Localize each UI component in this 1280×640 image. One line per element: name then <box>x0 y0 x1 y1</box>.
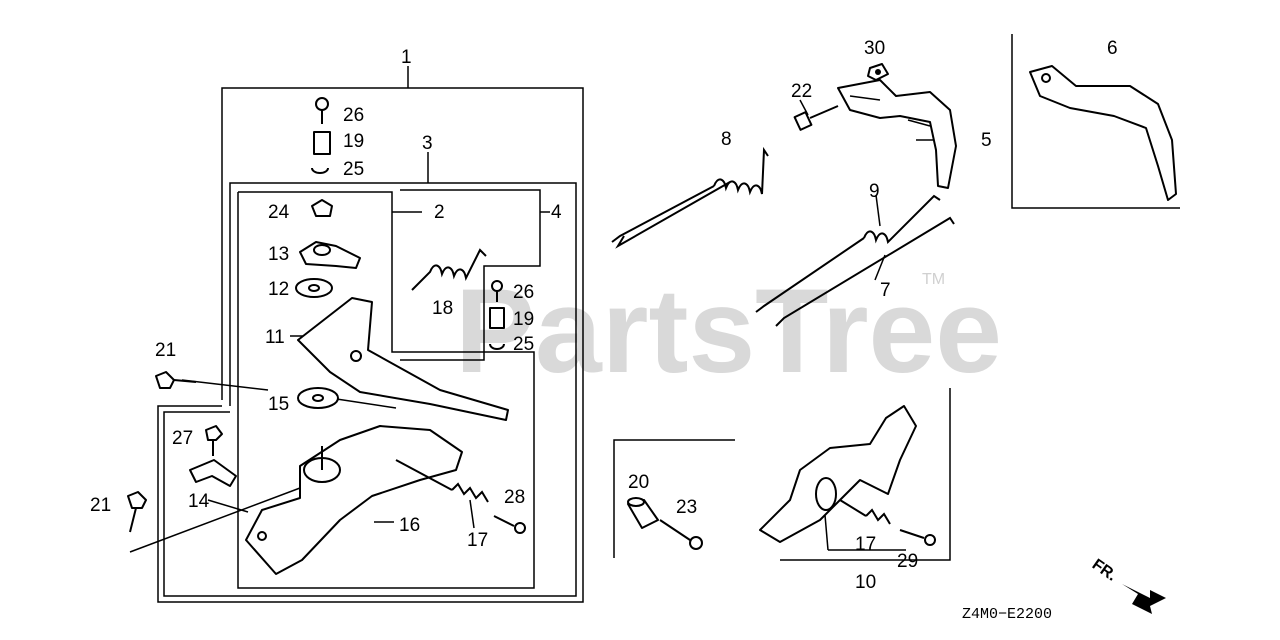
leader-lines <box>129 99 950 553</box>
callout-21-lower: 21 <box>90 495 111 516</box>
assembly-frame-10 <box>780 388 951 561</box>
bolt-part-23 <box>659 519 703 550</box>
callout-16: 16 <box>399 515 420 536</box>
bolt-part-22 <box>793 105 839 131</box>
lever-bracket-part-10 <box>759 405 936 546</box>
base-plate-part-16 <box>245 425 463 575</box>
assembly-frame-6 <box>1011 34 1180 209</box>
callout-3: 3 <box>422 133 433 154</box>
lever-part-6 <box>1029 65 1177 201</box>
washer-part-12 <box>295 278 333 298</box>
callout-17-left: 17 <box>467 530 488 551</box>
callout-29: 29 <box>897 551 918 572</box>
front-direction-arrow-icon <box>1122 584 1166 614</box>
callout-14: 14 <box>188 491 210 512</box>
callout-25-side: 25 <box>513 334 534 355</box>
callout-7: 7 <box>880 280 891 301</box>
bolt-part-27 <box>205 425 223 456</box>
watermark-trademark: TM <box>922 271 945 288</box>
collar-part-20 <box>627 497 659 529</box>
spring-part-17-left <box>395 459 489 503</box>
callout-24: 24 <box>268 202 290 223</box>
callout-20: 20 <box>628 472 649 493</box>
screw-part-26-top <box>315 97 329 124</box>
callout-22: 22 <box>791 81 812 102</box>
callout-2: 2 <box>434 202 445 223</box>
callout-18: 18 <box>432 298 453 319</box>
assembly-frame-4 <box>400 189 550 361</box>
callout-21-upper: 21 <box>155 340 176 361</box>
callout-25-top: 25 <box>343 159 364 180</box>
assembly-frame-2 <box>237 191 535 589</box>
governor-rod-part-8 <box>611 146 769 249</box>
choke-rod-part-7 <box>775 216 955 327</box>
screw-part-28 <box>493 515 526 534</box>
lever-plate-part-11 <box>297 297 509 421</box>
callout-15: 15 <box>268 394 289 415</box>
callout-12: 12 <box>268 279 289 300</box>
callout-9: 9 <box>869 181 880 202</box>
callout-23: 23 <box>676 497 697 518</box>
front-direction-label: FR. <box>1089 556 1120 585</box>
spring-part-18 <box>411 248 487 291</box>
callout-13: 13 <box>268 244 289 265</box>
bolt-part-21-lower <box>127 491 147 533</box>
diagram-code: Z4M0−E2200 <box>962 606 1052 623</box>
assembly-frame-1 <box>157 66 584 603</box>
nut-part-24 <box>311 199 333 217</box>
callout-10: 10 <box>855 572 876 593</box>
collar-part-19-top <box>313 131 331 155</box>
plate-part-13 <box>299 241 361 269</box>
nut-part-30 <box>867 63 889 81</box>
callout-1: 1 <box>401 47 412 68</box>
callout-26-top: 26 <box>343 105 364 126</box>
throttle-rod-part-9 <box>755 194 941 313</box>
callout-11: 11 <box>265 327 285 348</box>
watermark: PartsTree <box>455 264 1002 398</box>
assembly-frame-20 <box>613 439 735 558</box>
washer-part-15 <box>297 387 339 409</box>
collar-part-19-side <box>489 307 505 329</box>
clip-part-25-top <box>311 167 329 174</box>
callout-26-side: 26 <box>513 282 534 303</box>
callout-27: 27 <box>172 428 193 449</box>
bolt-part-21-upper <box>155 371 197 389</box>
callout-19-top: 19 <box>343 131 364 152</box>
clip-part-25-side <box>489 343 505 350</box>
callout-5: 5 <box>981 130 992 151</box>
assembly-frame-3 <box>163 152 577 597</box>
callout-28: 28 <box>504 487 525 508</box>
callout-19-side: 19 <box>513 309 534 330</box>
lever-part-5 <box>837 79 957 189</box>
callout-8: 8 <box>721 129 732 150</box>
callout-labels: 1 2 3 4 5 6 7 8 9 10 11 12 13 14 15 16 1… <box>90 38 1118 593</box>
callout-6: 6 <box>1107 38 1118 59</box>
clip-part-14 <box>189 459 237 487</box>
callout-17-right: 17 <box>855 534 876 555</box>
screw-part-26-side <box>491 280 503 302</box>
callout-4: 4 <box>551 202 562 223</box>
callout-30: 30 <box>864 38 885 59</box>
